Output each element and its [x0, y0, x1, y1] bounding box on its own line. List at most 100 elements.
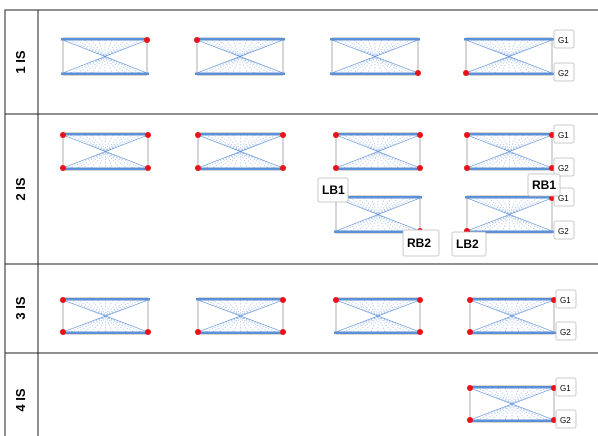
g1-label: G1	[553, 124, 575, 144]
bottom-bar	[464, 72, 554, 75]
diagonal-line	[469, 387, 555, 421]
g2-label-box	[553, 220, 575, 240]
ray-line	[204, 299, 277, 333]
bottom-bar	[196, 331, 285, 334]
top-bar	[468, 298, 556, 301]
row-label: 3 IS	[13, 296, 28, 319]
ray-line	[77, 299, 134, 333]
outer-frame	[4, 9, 598, 436]
rb1-callout: RB1	[527, 173, 561, 197]
ray-line	[212, 299, 269, 333]
diagram-row2-1	[60, 132, 151, 171]
g1-label: G1	[555, 289, 577, 309]
diagonal-line	[197, 134, 284, 169]
dot-bottom-left	[467, 417, 473, 423]
diagonal-line	[465, 39, 553, 74]
g2-label: G2	[553, 62, 575, 82]
bottom-bar	[465, 167, 554, 170]
g1-label-text: G1	[558, 36, 569, 45]
rb2-callout-box	[402, 229, 440, 257]
dot-bottom-left	[467, 329, 473, 335]
g1-label: G1	[555, 377, 577, 397]
dot-bottom-left	[60, 329, 66, 335]
diagonal-line	[335, 134, 421, 169]
g1-label-box	[555, 289, 577, 309]
dot-bottom-right	[280, 165, 286, 171]
dot-top-left	[195, 132, 201, 138]
dot-bottom-right	[551, 417, 557, 423]
ray-line	[77, 134, 134, 169]
ray-line	[342, 197, 414, 232]
dot-top-left	[60, 132, 66, 138]
diagram-row4-1	[467, 385, 557, 423]
g1-label-box	[553, 29, 575, 49]
lb2-callout-text: LB2	[456, 237, 479, 251]
dot-top-right	[417, 297, 423, 303]
ray-line	[212, 299, 269, 333]
dot-top-left	[333, 297, 339, 303]
g2-label-box	[555, 409, 577, 429]
top-bar	[330, 38, 420, 41]
bottom-bar	[195, 72, 285, 75]
ray-line	[69, 299, 142, 333]
ray-line	[69, 39, 141, 74]
dot-top-right	[144, 37, 150, 43]
ray-line	[76, 39, 134, 74]
g1-label-text: G1	[560, 384, 571, 393]
lb1-callout-text: LB1	[322, 183, 345, 197]
ray-line	[212, 134, 269, 169]
g1-label-box	[555, 377, 577, 397]
dot-top-left	[467, 297, 473, 303]
ray-line	[481, 134, 538, 169]
bottom-bar	[334, 331, 422, 334]
g1-label-box	[553, 124, 575, 144]
top-bar	[464, 38, 554, 41]
ray-line	[349, 134, 407, 169]
dot-bottom-right	[145, 329, 151, 335]
top-bar	[196, 133, 285, 136]
lb2-callout-box	[451, 231, 487, 257]
top-bar	[195, 38, 285, 41]
g2-label-box	[555, 321, 577, 341]
diagonal-line	[466, 197, 553, 232]
dot-bottom-right	[417, 329, 423, 335]
diagram-row2-4	[464, 132, 555, 171]
dot-top-right	[551, 385, 557, 391]
ray-line	[204, 299, 277, 333]
ray-line	[481, 134, 538, 169]
dot-top-right	[280, 297, 286, 303]
dot-top-left	[467, 385, 473, 391]
diagram-row2-6	[464, 195, 555, 234]
bottom-bar	[334, 167, 422, 170]
ray-line	[476, 387, 548, 421]
dot-bottom-left	[464, 165, 470, 171]
dot-top-right	[549, 195, 555, 201]
diagram-row1-2	[194, 37, 285, 76]
g2-label: G2	[553, 157, 575, 177]
row-label: 1 IS	[13, 50, 28, 73]
diagonal-line	[196, 39, 284, 74]
g2-label: G2	[555, 409, 577, 429]
dot-top-right	[145, 132, 151, 138]
ray-line	[69, 39, 141, 74]
dot-bottom-right	[415, 70, 421, 76]
diagram-row3-4	[467, 297, 557, 335]
diagonal-line	[335, 197, 421, 232]
g2-label: G2	[553, 220, 575, 240]
diagonal-line	[62, 134, 149, 169]
ray-line	[349, 197, 407, 232]
g2-label-text: G2	[558, 69, 569, 78]
g1-label-text: G1	[558, 131, 569, 140]
top-bar	[61, 298, 150, 301]
dot-top-right	[549, 132, 555, 138]
lb1-callout: LB1	[317, 177, 349, 203]
row-label: 2 IS	[13, 177, 28, 200]
ray-line	[342, 197, 414, 232]
bottom-bar	[61, 72, 149, 75]
diagram-row2-5	[333, 195, 423, 234]
top-bar	[196, 298, 285, 301]
bottom-bar	[61, 331, 150, 334]
diagram-row3-2	[195, 297, 286, 335]
row-label: 4 IS	[13, 388, 28, 411]
